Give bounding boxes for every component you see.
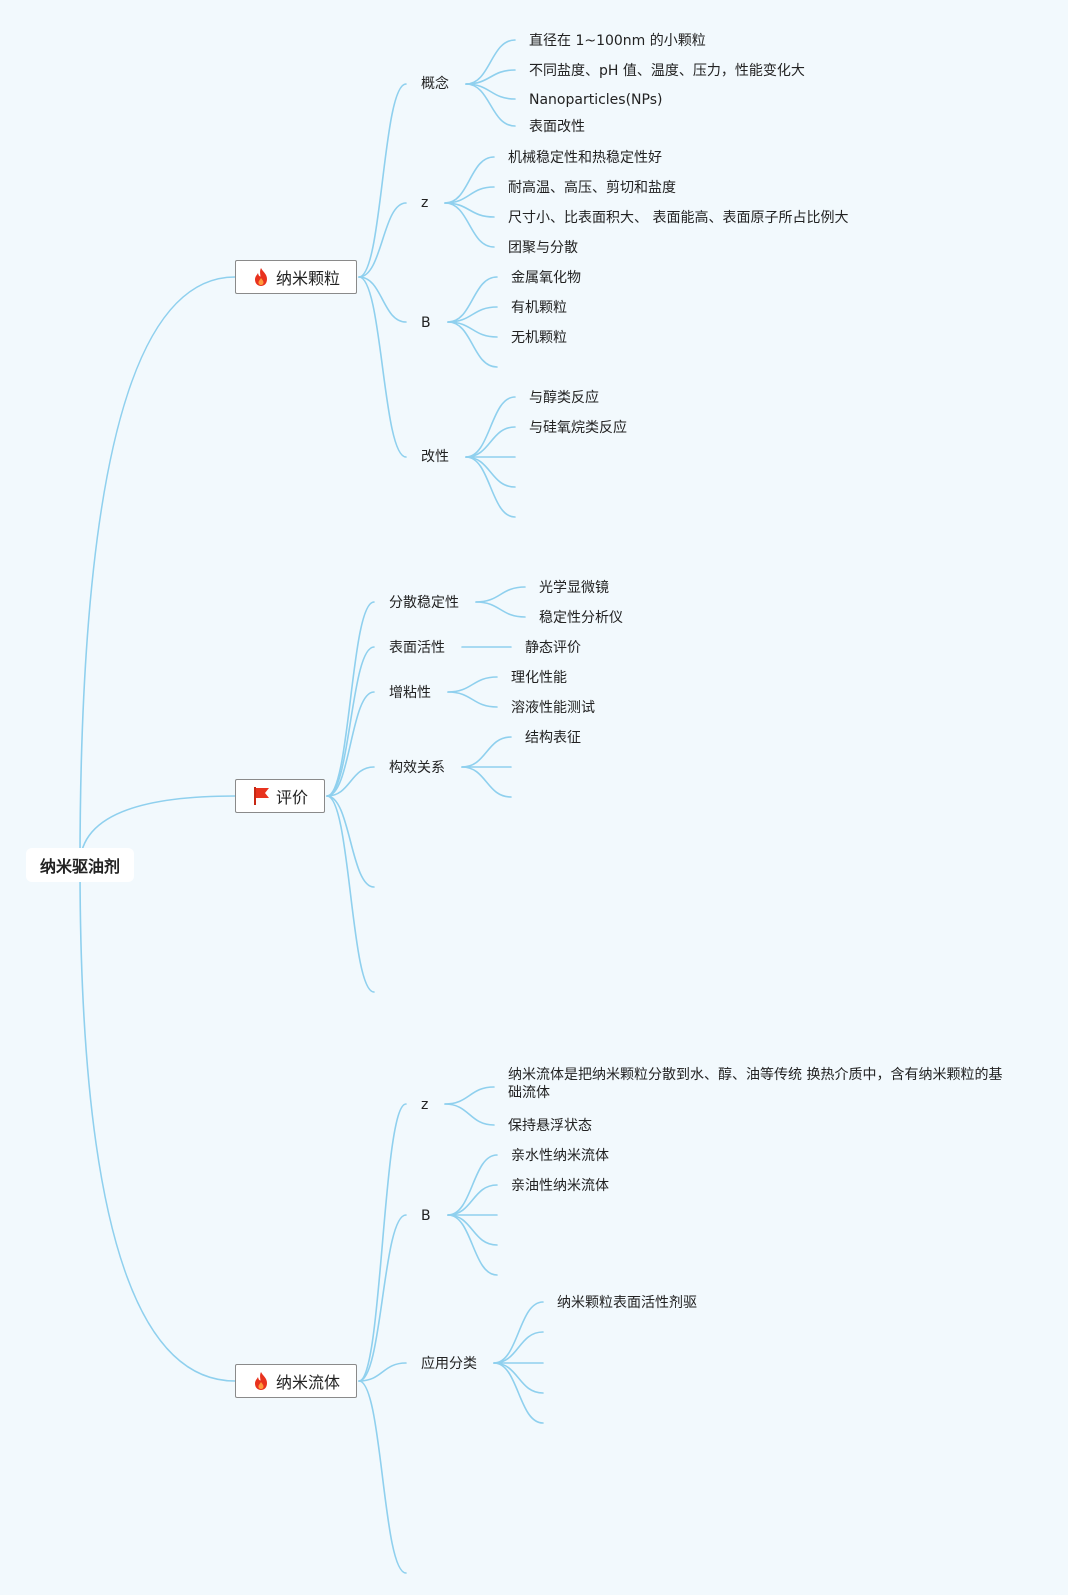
root-label: 纳米驱油剂 [39,857,120,876]
leaf-item[interactable]: 静态评价 [525,640,581,656]
leaf-connector [447,691,498,708]
leaf-item[interactable]: 有机颗粒 [511,300,567,316]
leaf-connector [447,676,498,693]
leaf-item[interactable]: 纳米颗粒表面活性剂驱 [557,1295,697,1311]
topic-surface-activity[interactable]: 表面活性 [389,640,445,656]
leaf-connector [465,396,516,458]
branch-label: 纳米流体 [276,1373,341,1392]
branch-connector [358,202,407,278]
topic-viscosity[interactable]: 增粘性 [389,685,431,701]
leaf-item[interactable]: 结构表征 [525,730,581,746]
leaf-connector [475,586,526,603]
leaf-item[interactable]: 金属氧化物 [511,270,581,286]
branch-evaluation[interactable]: 评价 [235,779,325,813]
leaf-connector [461,766,512,798]
branch-connector [358,276,407,458]
leaf-item[interactable]: 亲油性纳米流体 [511,1178,609,1194]
fire-icon [252,1371,270,1391]
root-node[interactable]: 纳米驱油剂 [26,848,134,882]
leaf-connector [461,736,512,768]
topic-application-category[interactable]: 应用分类 [421,1356,477,1372]
leaf-connector [447,1154,498,1216]
branch-connector [358,83,407,278]
leaf-connector [444,1103,495,1126]
leaf-connector [444,1086,495,1105]
leaf-item[interactable]: 纳米流体是把纳米颗粒分散到水、醇、油等传统 换热介质中，含有纳米颗粒的基础流体 [508,1067,1003,1101]
branch-connector [358,1380,407,1574]
leaf-connector [493,1331,544,1364]
branch-label: 评价 [276,788,309,807]
leaf-connector [447,321,498,368]
branch-nanoparticles[interactable]: 纳米颗粒 [235,260,357,294]
topic-z[interactable]: z [421,1097,429,1113]
leaf-item[interactable]: 耐高温、高压、剪切和盐度 [508,180,676,196]
topic-dispersion-stability[interactable]: 分散稳定性 [389,595,459,611]
leaf-item[interactable]: 直径在 1~100nm 的小颗粒 [529,33,706,49]
leaf-item[interactable]: 机械稳定性和热稳定性好 [508,150,662,166]
leaf-item[interactable]: 不同盐度、pH 值、温度、压力，性能变化大 [529,63,805,79]
branch-connector [326,601,375,797]
branch-connector [326,766,375,797]
branch-nanofluid[interactable]: 纳米流体 [235,1364,357,1398]
leaf-item[interactable]: 稳定性分析仪 [539,610,623,626]
topic-b[interactable]: B [421,315,431,331]
leaf-item[interactable]: 与醇类反应 [529,390,599,406]
leaf-connector [475,601,526,618]
branch-connector [358,1103,407,1382]
leaf-connector [465,456,516,488]
leaf-item[interactable]: 与硅氧烷类反应 [529,420,627,436]
branch-connector [326,646,375,797]
topic-concept[interactable]: 概念 [421,76,449,92]
leaf-connector [447,1214,498,1246]
branch-connector [358,276,407,323]
branch-connector [326,795,375,888]
leaf-item[interactable]: 保持悬浮状态 [508,1118,592,1134]
topic-modification[interactable]: 改性 [421,449,449,465]
branch-label: 纳米颗粒 [276,269,341,288]
root-connector [79,864,236,1382]
fire-icon [252,267,270,287]
leaf-item[interactable]: 尺寸小、比表面积大、 表面能高、表面原子所占比例大 [508,210,849,226]
leaf-connector [447,1214,498,1276]
flag-icon [252,786,270,806]
branch-connector [326,795,375,993]
leaf-connector [493,1301,544,1364]
leaf-connector [447,1184,498,1216]
leaf-item[interactable]: 理化性能 [511,670,567,686]
topic-z[interactable]: z [421,195,429,211]
leaf-item[interactable]: 无机颗粒 [511,330,567,346]
leaf-item[interactable]: 光学显微镜 [539,580,609,596]
branch-connector [326,691,375,797]
branch-connector [358,1362,407,1382]
leaf-connector [465,39,516,85]
leaf-connector [444,202,495,248]
topic-b[interactable]: B [421,1208,431,1224]
leaf-connector [447,276,498,323]
leaf-connector [465,83,516,127]
leaf-connector [493,1362,544,1394]
leaf-connector [465,456,516,518]
leaf-connector [444,156,495,204]
leaf-item[interactable]: Nanoparticles(NPs) [529,92,663,108]
root-connector [79,276,236,866]
leaf-connector [465,426,516,458]
leaf-item[interactable]: 表面改性 [529,119,585,135]
leaf-item[interactable]: 团聚与分散 [508,240,578,256]
topic-structure-activity[interactable]: 构效关系 [389,760,445,776]
branch-connector [358,1214,407,1382]
leaf-item[interactable]: 溶液性能测试 [511,700,595,716]
leaf-connector [493,1362,544,1424]
leaf-item[interactable]: 亲水性纳米流体 [511,1148,609,1164]
